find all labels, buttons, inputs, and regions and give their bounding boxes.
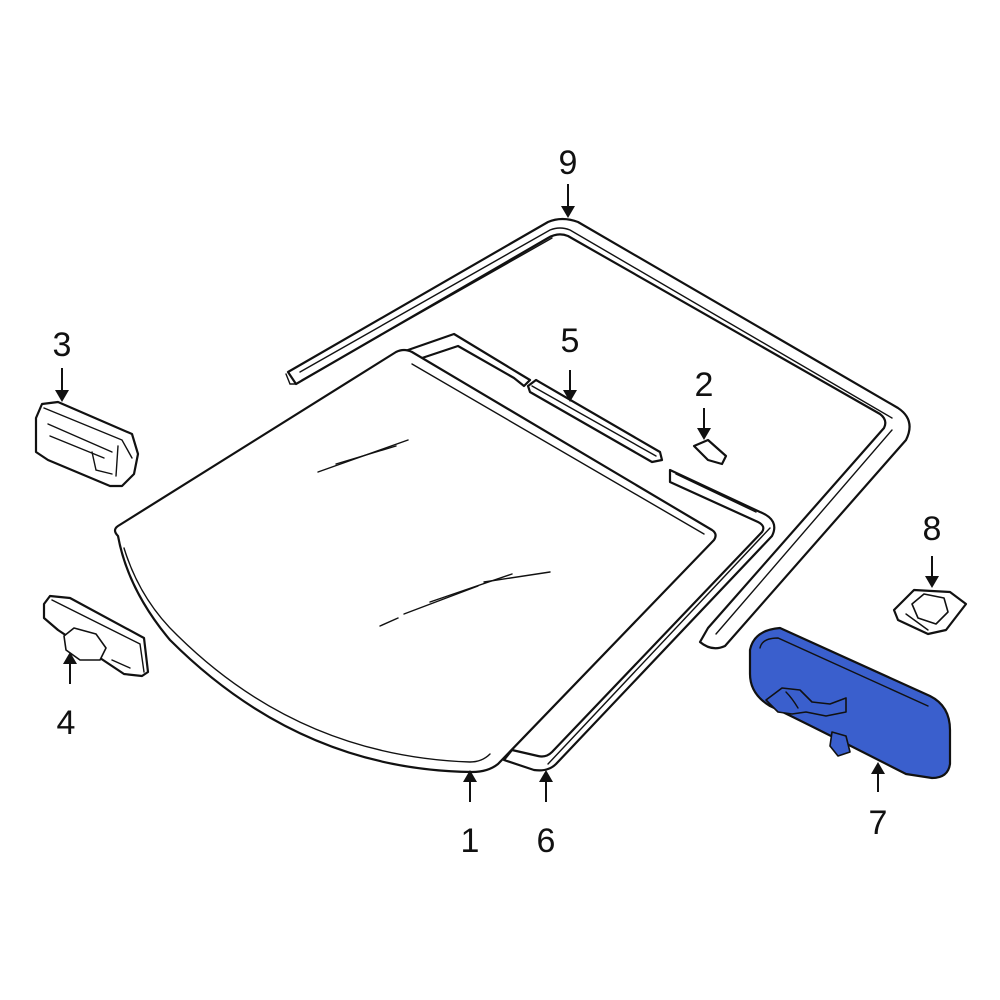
callout-8: 8 (923, 510, 942, 548)
callout-arrows (55, 184, 939, 802)
retainer-part-3[interactable] (34, 400, 140, 488)
callout-1: 1 (461, 822, 480, 860)
callout-9: 9 (559, 144, 578, 182)
callout-5: 5 (561, 322, 580, 360)
mirror-mount-part-8[interactable] (892, 588, 968, 636)
callout-2: 2 (695, 366, 714, 404)
molding-strip-part-5[interactable] (526, 378, 664, 464)
callout-4: 4 (57, 704, 76, 742)
reveal-molding-part-9[interactable] (285, 217, 911, 650)
callout-6: 6 (537, 822, 556, 860)
callout-labels: 9 3 5 2 8 4 1 6 7 (53, 144, 942, 860)
callout-3: 3 (53, 326, 72, 364)
clip-part-4[interactable] (42, 594, 150, 678)
callout-7: 7 (869, 804, 888, 842)
windshield-glass-part-1[interactable] (113, 348, 717, 774)
clip-part-2[interactable] (692, 438, 728, 466)
rear-view-mirror-part-7[interactable] (748, 626, 952, 780)
